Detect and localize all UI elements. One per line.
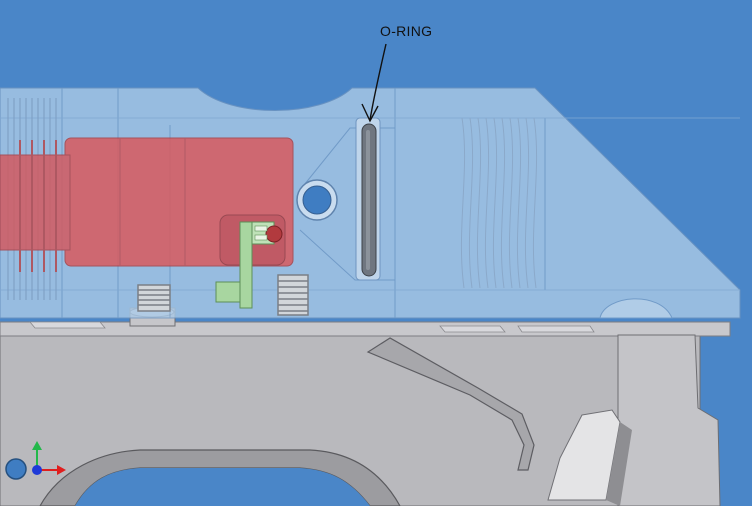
- z-axis-dot-icon: [32, 465, 42, 475]
- frame-diagonal-groove: [366, 337, 535, 471]
- frame-part[interactable]: [0, 306, 731, 506]
- o-ring-part[interactable]: [355, 117, 381, 281]
- pin-hole: [296, 179, 338, 221]
- spring: [137, 274, 309, 316]
- o-ring-callout-arrow: [361, 43, 387, 123]
- frame-rail-notch: [29, 321, 106, 329]
- frame-grip-block: [617, 334, 721, 506]
- lever-arm: [239, 221, 253, 309]
- frame-rail-notch: [439, 325, 506, 333]
- frame-grip-shadow: [606, 422, 632, 506]
- o-ring-label: O-RING: [380, 23, 433, 39]
- view-triad[interactable]: [5, 441, 66, 480]
- lever-part[interactable]: [215, 221, 283, 309]
- frame-top-rail: [0, 321, 731, 337]
- barrel-part[interactable]: [0, 137, 294, 272]
- o-ring-highlight: [366, 130, 370, 270]
- barrel-rear: [0, 154, 71, 251]
- trigger-guard-inner: [75, 468, 370, 506]
- body-pocket: [599, 298, 673, 319]
- frame-rail-notch: [517, 325, 595, 333]
- view-cube-icon[interactable]: [5, 458, 27, 480]
- right-thread: [460, 117, 538, 289]
- lever-foot: [215, 281, 241, 303]
- lever-pin: [265, 225, 283, 243]
